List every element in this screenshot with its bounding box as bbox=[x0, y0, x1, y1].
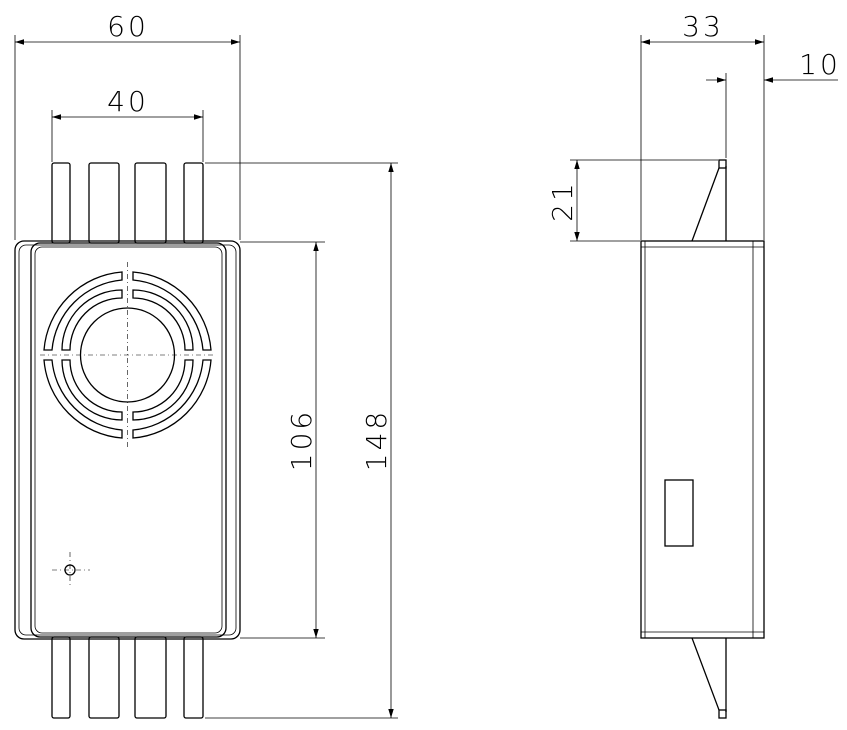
front-dimensions: 60 40 106 148 bbox=[14, 10, 398, 719]
dim-leg-length: 21 bbox=[546, 180, 579, 222]
dim-leg-span: 40 bbox=[107, 85, 149, 118]
dim-front-width: 60 bbox=[107, 10, 149, 43]
leg bbox=[134, 162, 167, 244]
front-panel bbox=[30, 242, 227, 638]
dim-body-height: 106 bbox=[285, 409, 318, 471]
bottom-legs bbox=[51, 636, 204, 719]
housing-rim bbox=[18, 244, 237, 636]
speaker-grille bbox=[40, 262, 215, 448]
side-label-window bbox=[664, 479, 694, 547]
side-dimensions: 33 10 21 bbox=[546, 10, 841, 242]
side-leg-bottom bbox=[691, 637, 727, 719]
indicator-hole bbox=[52, 552, 90, 588]
dim-side-depth: 33 bbox=[682, 10, 724, 43]
housing-outer bbox=[14, 240, 241, 640]
leg bbox=[51, 162, 71, 244]
top-legs bbox=[51, 162, 204, 244]
front-view bbox=[14, 162, 241, 719]
leg bbox=[51, 636, 71, 719]
dim-leg-offset: 10 bbox=[799, 48, 841, 81]
front-panel-inner bbox=[34, 246, 223, 634]
leg bbox=[88, 636, 120, 719]
dim-total-height: 148 bbox=[360, 409, 393, 471]
side-body bbox=[640, 240, 765, 639]
side-leg-top bbox=[691, 159, 727, 242]
leg bbox=[183, 636, 204, 719]
leg bbox=[88, 162, 120, 244]
side-view bbox=[640, 159, 765, 719]
leg bbox=[183, 162, 204, 244]
leg bbox=[134, 636, 167, 719]
